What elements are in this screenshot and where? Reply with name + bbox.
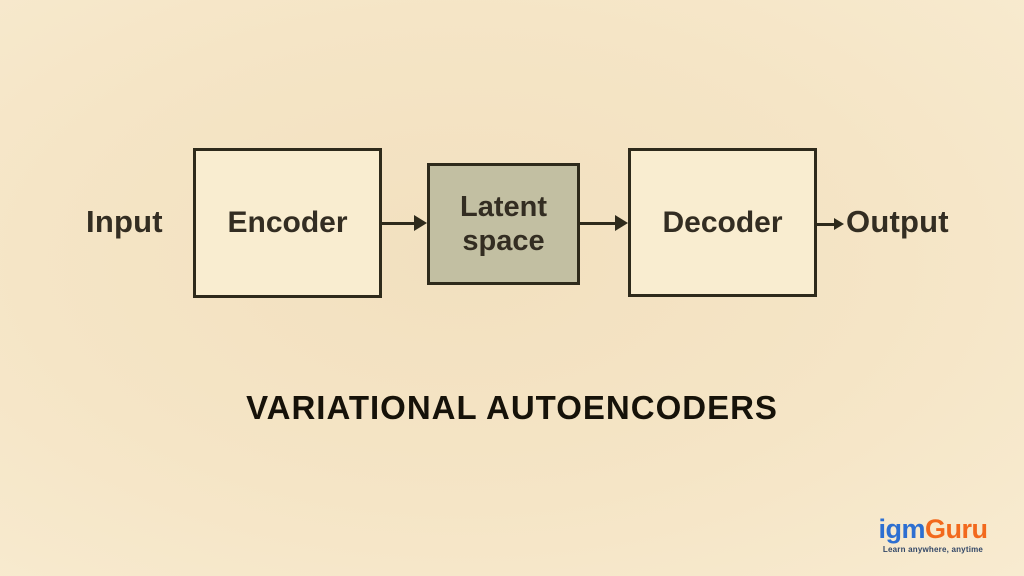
encoder-label: Encoder [227, 206, 348, 240]
arrow-shaft [816, 222, 834, 226]
page-title: VARIATIONAL AUTOENCODERS [246, 389, 778, 426]
logo-text-igm: igm [878, 514, 925, 544]
arrow-head-icon [414, 215, 427, 231]
input-label: Input [86, 204, 163, 239]
arrow-shaft [381, 221, 414, 225]
arrow-decoder-to-output [816, 215, 844, 233]
output-label: Output [846, 204, 949, 239]
arrow-head-icon [615, 215, 628, 231]
encoder-box: Encoder [193, 148, 382, 298]
decoder-box: Decoder [628, 148, 817, 297]
latent-space-box: Latent space [427, 163, 580, 285]
arrow-latent-to-decoder [579, 214, 628, 232]
logo-text-guru: Guru [925, 514, 988, 544]
arrow-shaft [579, 221, 615, 225]
arrow-encoder-to-latent [381, 214, 427, 232]
arrow-head-icon [834, 218, 844, 230]
logo-tagline: Learn anywhere, anytime [882, 545, 984, 554]
decoder-label: Decoder [662, 205, 783, 239]
latent-space-label: Latent space [460, 190, 547, 257]
igmguru-logo-wordmark: igmGuru [868, 516, 998, 543]
igmguru-logo: igmGuru Learn anywhere, anytime [868, 516, 998, 554]
